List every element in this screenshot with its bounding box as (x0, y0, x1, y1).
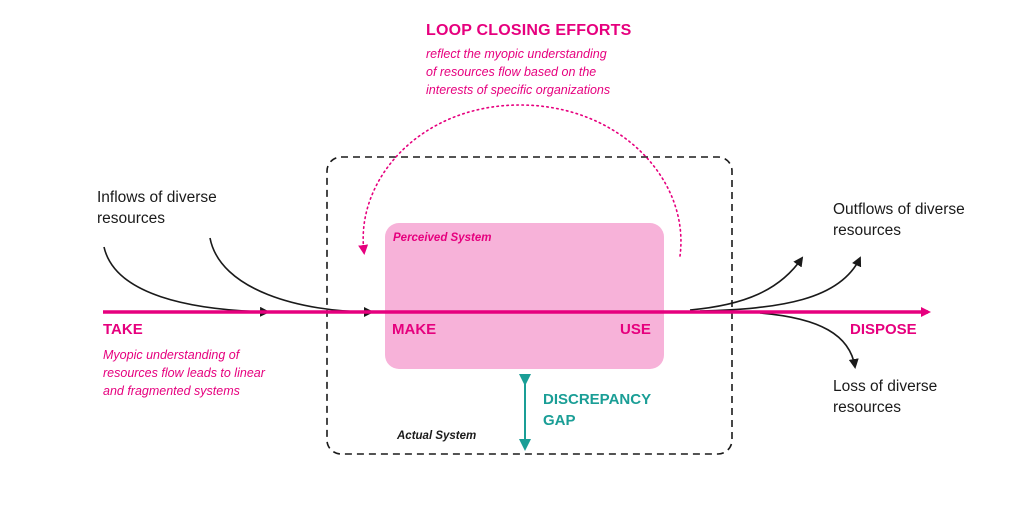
stage-take: TAKE (103, 321, 143, 338)
perceived-system-box (385, 223, 664, 369)
discrepancy-gap-label: DISCREPANCY GAP (543, 389, 651, 431)
outflow-curve-1 (689, 256, 804, 311)
outflows-label-line: resources (833, 222, 902, 239)
myopic-note-line: Myopic understanding of (103, 348, 240, 362)
inflows-label-line: Inflows of diverse (97, 189, 217, 206)
perceived-system-label: Perceived System (393, 232, 492, 244)
loss-label-line: resources (833, 399, 902, 416)
loop-closing-arc (358, 104, 682, 257)
loop-closing-title: LOOP CLOSING EFFORTS (426, 22, 632, 39)
inflows-label: Inflows of diverse resources (97, 187, 217, 229)
stage-make: MAKE (392, 321, 437, 338)
discrepancy-gap-line: DISCREPANCY (543, 391, 652, 408)
actual-system-label: Actual System (397, 430, 477, 442)
actual-system-boundary (326, 156, 733, 455)
loss-curve (759, 312, 859, 369)
loop-closing-note-line: interests of specific organizations (426, 83, 611, 97)
inflow-curve-2 (209, 237, 374, 317)
loop-closing-note: reflect the myopic understanding of reso… (426, 45, 610, 99)
loss-label-line: Loss of diverse (833, 378, 938, 395)
outflows-label-line: Outflows of diverse (833, 201, 965, 218)
loop-closing-note-line: of resources flow based on the (426, 65, 597, 79)
discrepancy-gap-line: GAP (543, 412, 576, 429)
stage-use: USE (620, 321, 651, 338)
stage-dispose: DISPOSE (850, 321, 917, 338)
outflows-label: Outflows of diverse resources (833, 199, 965, 241)
myopic-note-line: resources flow leads to linear (103, 366, 265, 380)
inflow-curve-1 (103, 246, 270, 317)
loss-label: Loss of diverse resources (833, 376, 937, 418)
outflow-curve-2 (699, 256, 862, 312)
myopic-note-line: and fragmented systems (103, 384, 240, 398)
inflows-label-line: resources (97, 210, 166, 227)
myopic-note: Myopic understanding of resources flow l… (103, 346, 265, 400)
loop-closing-note-line: reflect the myopic understanding (426, 47, 607, 61)
